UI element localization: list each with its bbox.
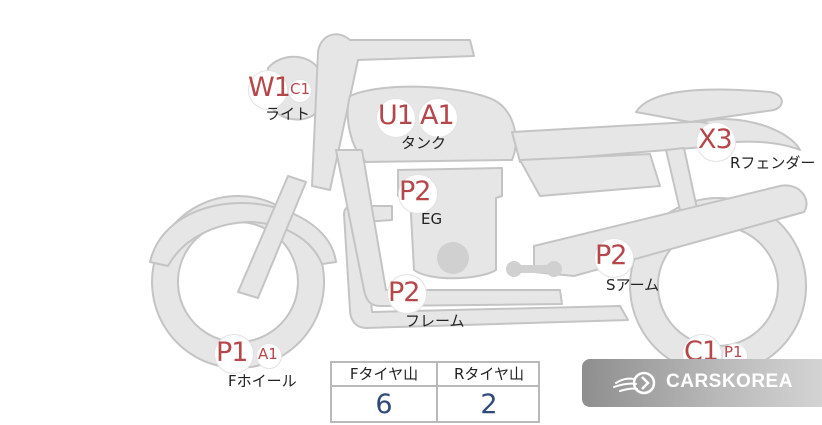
damage-code-front-wheel-2: A1 <box>258 345 278 363</box>
part-label-light: ライト <box>265 105 311 123</box>
tread-cell-front: Fタイヤ山 6 <box>332 363 436 421</box>
flame-logo-icon <box>613 371 656 395</box>
part-label-swing-arm: Sアーム <box>606 276 660 294</box>
part-label-front-wheel: Fホイール <box>228 372 297 390</box>
damage-code-light-2: C1 <box>290 80 311 98</box>
damage-code-rear-fender: X3 <box>698 124 733 155</box>
marker-fender-x3 <box>696 122 736 162</box>
part-label-frame: フレーム <box>405 312 465 330</box>
damage-code-engine: P2 <box>399 176 431 207</box>
marker-swingarm-p2 <box>594 238 634 278</box>
damage-code-light-1: W1 <box>248 72 291 103</box>
front-fork-shape <box>237 175 307 299</box>
part-label-tank: タンク <box>401 134 447 152</box>
damage-code-tank-2: A1 <box>420 100 455 131</box>
marker-light-c1 <box>288 79 312 103</box>
damage-code-swing-arm: P2 <box>595 240 627 271</box>
marker-tank-a1 <box>418 98 458 138</box>
part-label-engine: EG <box>421 210 443 228</box>
marker-wheel-p1 <box>214 334 254 374</box>
pivot-bolt-left <box>506 261 522 277</box>
tread-value-front: 6 <box>375 389 393 420</box>
tire-tread-table: Fタイヤ山 6 Rタイヤ山 2 <box>330 361 540 423</box>
tread-header-front: Fタイヤ山 <box>332 363 436 387</box>
part-label-rear-fender: Rフェンダー <box>730 154 816 172</box>
tread-header-rear: Rタイヤ山 <box>438 363 540 387</box>
damage-code-rear-wheel-2: P1 <box>724 343 743 361</box>
damage-code-frame: P2 <box>388 277 420 308</box>
engine-cover-circle <box>437 242 469 274</box>
tread-value-rear: 2 <box>480 389 498 420</box>
carskorea-watermark: CARSKOREA <box>582 359 822 407</box>
side-cover-shape <box>519 153 661 197</box>
downtube-shape <box>335 149 563 307</box>
marker-light-w1 <box>248 70 288 110</box>
watermark-text: CARSKOREA <box>666 371 793 392</box>
pivot-bolt-right <box>546 261 562 277</box>
marker-tank-u1 <box>376 98 416 138</box>
marker-wheel-a1 <box>256 343 282 369</box>
marker-engine-p2 <box>398 174 438 214</box>
damage-code-tank-1: U1 <box>378 100 414 131</box>
tread-cell-rear: Rタイヤ山 2 <box>436 363 540 421</box>
tail-shape <box>635 88 783 123</box>
damage-code-front-wheel-1: P1 <box>216 337 248 368</box>
marker-frame-p2 <box>387 274 427 314</box>
